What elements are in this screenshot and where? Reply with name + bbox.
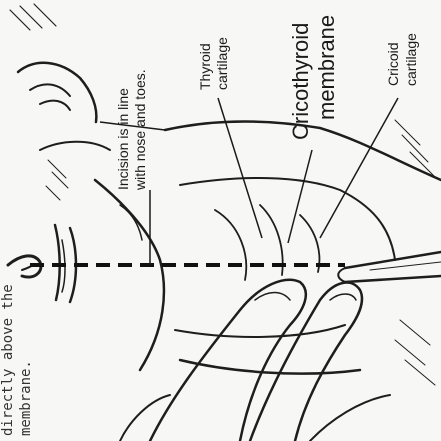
neck-sketch (165, 120, 441, 385)
thyroid-cartilage-label: Thyroid cartilage (197, 37, 230, 90)
cricoid-label-line2: cartilage (403, 33, 419, 86)
thyroid-label-line2: cartilage (214, 37, 230, 90)
scalpel-sketch (338, 252, 441, 282)
incision-label: Incision is in line with nose and toes. (115, 69, 148, 191)
hands-sketch (120, 280, 390, 441)
cricothyroid-label-line2: membrane (314, 15, 339, 120)
incision-label-line2: with nose and toes. (132, 69, 148, 191)
thyroid-label-line1: Thyroid (197, 43, 213, 90)
cricothyroid-label-line1: Cricothyroid (288, 23, 313, 140)
side-text-block: directly above the membrane. (0, 284, 34, 436)
incision-label-line1: Incision is in line (115, 88, 131, 190)
side-text-line2: membrane. (18, 360, 34, 436)
cricothyroid-membrane-label: Cricothyroid membrane (288, 15, 339, 140)
cricoid-label-line1: Cricoid (385, 42, 401, 86)
side-text-line1: directly above the (0, 284, 16, 436)
cricoid-cartilage-label: Cricoid cartilage (385, 33, 419, 86)
